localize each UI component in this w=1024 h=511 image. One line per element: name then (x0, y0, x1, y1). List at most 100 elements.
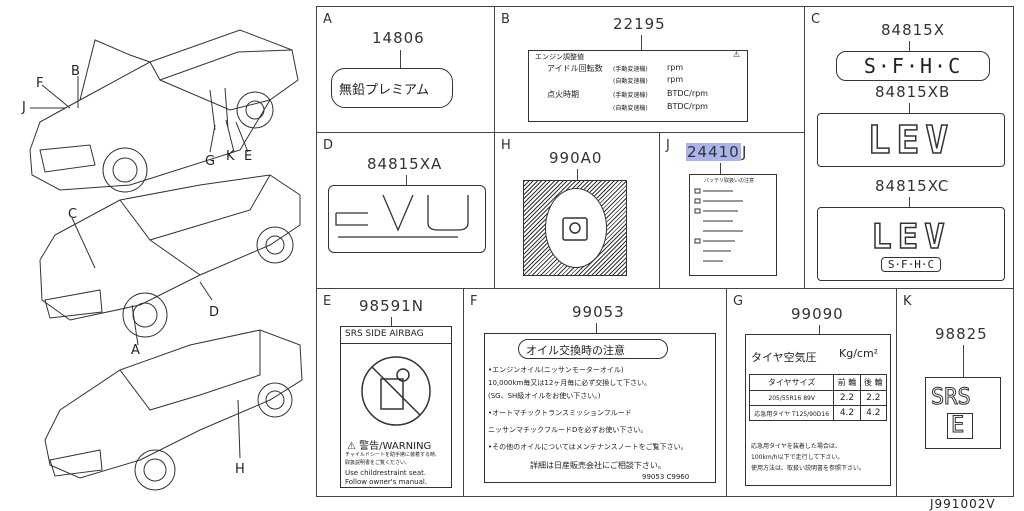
header-front: 前 輪 (833, 374, 861, 391)
tire-title: タイヤ空気圧 (751, 351, 817, 364)
lev-sfhc-emblem: LEV S·F·H·C (817, 207, 1005, 281)
cell-letter: F (470, 294, 478, 309)
row-1-trans: (手動変速機) (613, 66, 648, 73)
warning-jp-2: 取扱説明書をご覧ください。 (345, 460, 411, 466)
part-number-suffix: J (742, 143, 748, 161)
part-number-2: 84815XB (875, 83, 951, 101)
callout-E: E (244, 149, 253, 164)
no-child-seat-icon (361, 356, 431, 426)
e-text: E (950, 413, 965, 439)
callout-C: C (68, 207, 78, 222)
row-2-size: 応急用タイヤ T125/90D16 (748, 405, 835, 421)
leader-line (391, 317, 392, 327)
part-number: 98825 (935, 325, 988, 343)
warning-en-1: Use childrestraint seat. (345, 469, 427, 477)
callout-B: B (71, 64, 80, 79)
uv-cut-glass-emblem (328, 185, 486, 253)
fuel-label (331, 68, 453, 108)
leader-line (641, 35, 642, 51)
cell-letter: C (811, 12, 821, 27)
leader-line (596, 323, 597, 333)
leader-line (819, 325, 820, 335)
oil-line-5: ニッサンマチックフルードDを必ずお使い下さい。 (488, 426, 648, 434)
leader-line (963, 345, 964, 377)
child-lock-icon (562, 217, 588, 241)
row-3-label: 点火時期 (547, 90, 579, 99)
oil-title: オイル交換時の注意 (526, 344, 625, 357)
cell-K: K 98825 SRS E (896, 288, 1014, 497)
part-number: 99053 (572, 303, 625, 321)
cell-letter: G (733, 294, 744, 309)
uv-cut-glass-graphic (335, 194, 469, 238)
oil-line-6: •その他のオイルについてはメンテナンスノートをご覧下さい。 (488, 443, 688, 451)
cell-D: D 84815XA (316, 132, 495, 289)
part-number: 84815XA (367, 155, 443, 173)
battery-header: バッテリ取扱いの注意 (704, 178, 755, 184)
cell-A: A 14806 無鉛プレミアム (316, 6, 495, 133)
row-1-size: 205/55R16 89V (748, 390, 835, 406)
cell-B: B 22195 エンジン調整値 ⚠ アイドル回転数 (手動変速機) rpm (自… (494, 6, 805, 133)
row-4-value: BTDC/rpm (667, 102, 708, 111)
child-lock-circle (545, 188, 607, 268)
cell-J: J 24410 J バッテリ取扱いの注意 (659, 132, 805, 289)
battery-warning-label (689, 174, 777, 276)
header-size: タイヤサイズ (748, 374, 835, 391)
part-number: 98591N (359, 297, 424, 315)
tire-unit: Kg/cm² (839, 347, 879, 360)
row-1-front: 2.2 (833, 390, 861, 406)
table-header-row: タイヤサイズ 前 輪 後 輪 (748, 374, 888, 391)
warning-icon: ⚠ (733, 50, 741, 59)
cell-E: E 98591N SRS SIDE AIRBAG ⚠ 警告/WARNING チャ… (316, 288, 464, 497)
warning-title: ⚠ 警告/WARNING (347, 441, 432, 452)
lev-text: LEV (871, 216, 951, 258)
figure-code: J991002V (930, 497, 996, 511)
srs-e-label (925, 377, 1001, 449)
srs-header: SRS SIDE AIRBAG (345, 329, 424, 339)
engine-spec-label (528, 50, 748, 122)
row-3-value: BTDC/rpm (667, 89, 708, 98)
lev-text: LEV (867, 117, 955, 163)
row-4-trans: (自動変速機) (613, 105, 648, 112)
leader-line (400, 50, 401, 68)
cell-F: F 99053 オイル交換時の注意 •エンジンオイル(ニッサンモーターオイル) … (463, 288, 727, 497)
tire-note-3: 使用方法は、取扱い説明書を参照下さい。 (751, 465, 866, 472)
part-number: 99090 (791, 305, 844, 323)
sfhc-sub-text: S·F·H·C (880, 256, 942, 272)
cell-letter: D (323, 138, 334, 153)
callout-D: D (209, 305, 220, 320)
row-3-trans: (手動変速機) (613, 92, 648, 99)
part-number[interactable]: 24410 (686, 143, 741, 161)
callout-J: J (22, 100, 26, 115)
cell-letter: K (903, 294, 912, 309)
header-rear: 後 輪 (859, 374, 888, 391)
row-2-rear: 4.2 (859, 405, 888, 421)
table-row: 205/55R16 89V 2.2 2.2 (748, 390, 888, 406)
leader-line (909, 103, 910, 113)
part-number: 14806 (372, 29, 425, 47)
row-1-label: アイドル回転数 (547, 64, 603, 73)
battery-text-lines (694, 188, 743, 262)
leader-line (909, 41, 910, 51)
oil-line-2: 10,000km毎又は12ヶ月毎に必ず交換して下さい。 (488, 379, 652, 387)
oil-code: 99053 C9960 (642, 473, 690, 481)
oil-line-4: •オートマチックトランスミッションフルード (488, 409, 632, 417)
warning-jp-1: チャイルドシートを助手席に装着する時、 (345, 452, 440, 458)
oil-line-3: (SG、SH級オイルをお使い下さい。) (488, 392, 601, 400)
tire-pressure-table: タイヤサイズ 前 輪 後 輪 205/55R16 89V 2.2 2.2 応急用… (748, 374, 888, 421)
fuel-label-text: 無鉛プレミアム (339, 83, 430, 98)
cell-letter: H (501, 138, 511, 153)
leader-line (577, 169, 578, 180)
callout-G: G (205, 154, 216, 169)
tire-note-2: 100km/h以下で走行して下さい。 (751, 454, 844, 461)
cell-letter: B (501, 12, 510, 27)
leader-line (720, 163, 721, 174)
sfhc-text: S·F·H·C (863, 54, 963, 78)
row-2-value: rpm (667, 75, 684, 84)
cell-letter: A (323, 12, 332, 27)
e-box (947, 413, 973, 439)
callout-A: A (131, 343, 140, 358)
cell-C: C 84815X S·F·H·C 84815XB LEV 84815XC LEV… (804, 6, 1014, 289)
oil-title-pill (518, 339, 668, 359)
cell-letter: J (666, 138, 670, 153)
